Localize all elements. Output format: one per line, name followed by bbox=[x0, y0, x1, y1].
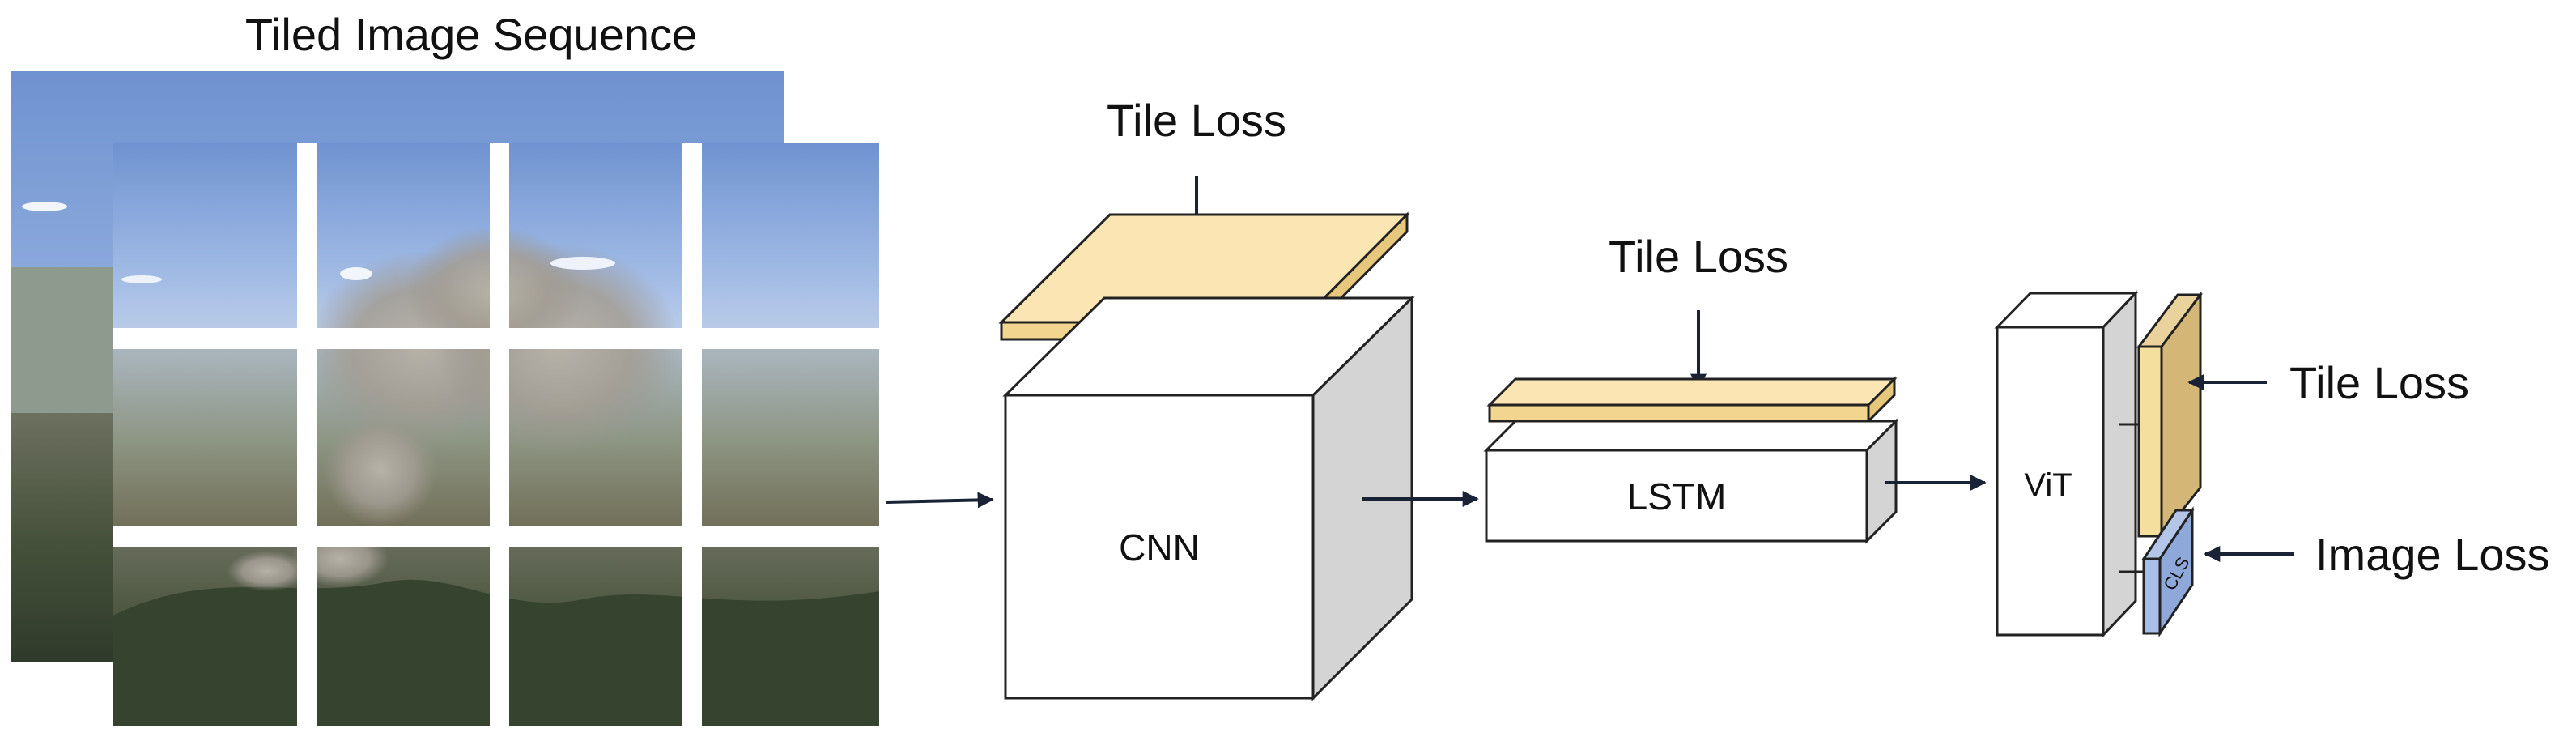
vit-block bbox=[1994, 290, 2139, 638]
sequence-title: Tiled Image Sequence bbox=[245, 9, 697, 60]
arrow-image-to-cnn bbox=[886, 492, 994, 509]
cnn-block bbox=[1002, 295, 1415, 701]
vit-tile-loss-label: Tile Loss bbox=[2289, 357, 2469, 408]
cnn-tile-loss-label: Tile Loss bbox=[1107, 95, 1286, 146]
cls-token-plate bbox=[2141, 506, 2195, 637]
tile-grid-lines bbox=[113, 143, 879, 726]
image-loss-label: Image Loss bbox=[2315, 529, 2550, 580]
vit-label: ViT bbox=[2024, 467, 2072, 503]
vit-tile-plate bbox=[2136, 291, 2203, 540]
cnn-label: CNN bbox=[1119, 526, 1200, 569]
front-image-frame bbox=[113, 143, 879, 726]
lstm-label: LSTM bbox=[1627, 475, 1727, 518]
lstm-block bbox=[1483, 418, 1899, 544]
lstm-tile-loss-label: Tile Loss bbox=[1609, 231, 1788, 282]
lstm-loss-plate bbox=[1486, 376, 1898, 424]
